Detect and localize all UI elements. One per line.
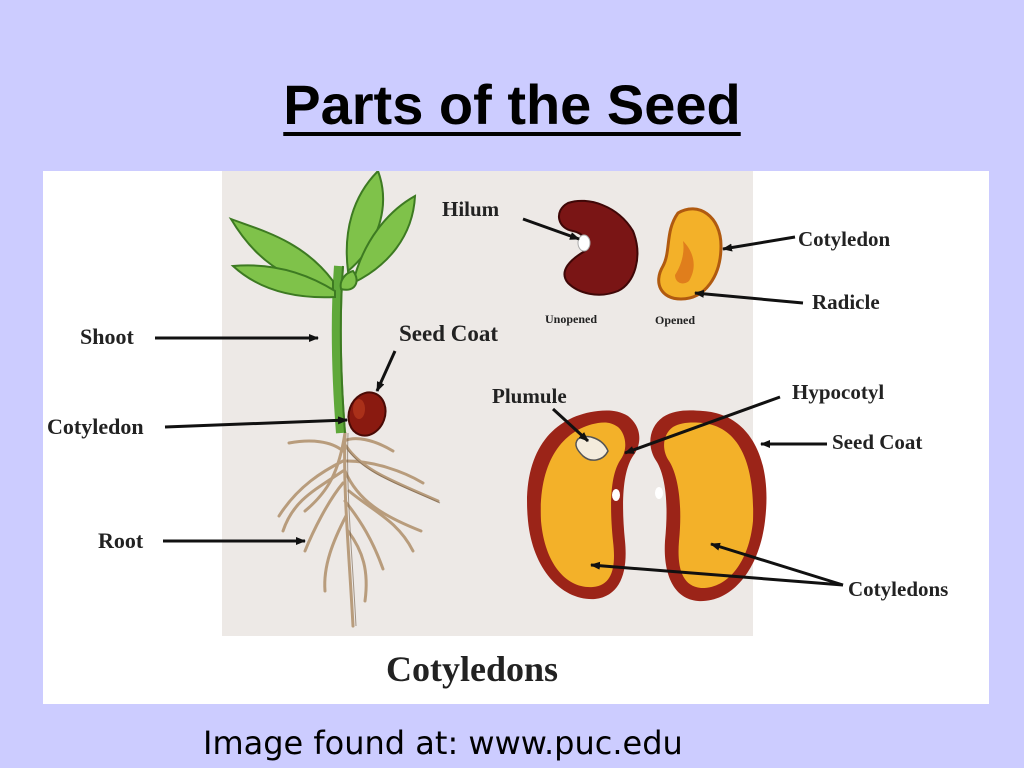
hilum-spot	[577, 234, 591, 252]
radicle-arrow	[694, 289, 804, 305]
label-cotyledon-plant: Cotyledon	[47, 414, 144, 439]
label-plumule: Plumule	[492, 384, 567, 408]
leaf-left-lower	[230, 264, 336, 299]
label-seed-coat-plant: Seed Coat	[399, 321, 498, 346]
diagram-panel: Shoot Cotyledon Root Seed Coat Hilum Uno…	[43, 169, 989, 704]
leaf-right	[351, 194, 417, 285]
label-root: Root	[98, 528, 144, 553]
cotyledon-seed-arrow	[722, 235, 796, 252]
hypocotyl-arrow	[624, 395, 781, 455]
root-system	[277, 431, 440, 628]
label-hypocotyl: Hypocotyl	[792, 380, 884, 404]
unopened-bean	[558, 199, 639, 296]
bean-left-half	[527, 410, 640, 600]
plumule-shape	[575, 435, 609, 461]
hilum-arrow	[522, 217, 580, 241]
label-hilum: Hilum	[442, 197, 500, 221]
seed-coat-plant-arrow	[375, 350, 397, 392]
seed-diagram: Shoot Cotyledon Root Seed Coat Hilum Uno…	[47, 169, 948, 689]
page-title-text: Parts of the Seed	[283, 73, 741, 136]
page-title: Parts of the Seed	[0, 72, 1024, 137]
label-cotyledons: Cotyledons	[848, 577, 948, 601]
diagram-caption: Cotyledons	[386, 649, 558, 689]
label-cotyledon-seed: Cotyledon	[798, 227, 890, 251]
plumule-arrow	[551, 407, 590, 443]
cotyledons-arrow-right	[710, 542, 844, 587]
diagram-background	[222, 171, 753, 636]
seedling-illustration	[228, 169, 441, 628]
opened-bean	[657, 207, 723, 301]
cotyledons-arrow-left	[590, 561, 844, 587]
label-shoot: Shoot	[80, 324, 134, 349]
label-opened: Opened	[655, 313, 695, 327]
label-unopened: Unopened	[545, 312, 597, 326]
cotyledon-plant-arrow	[164, 416, 348, 429]
arrows	[155, 217, 844, 587]
plant-stem	[331, 265, 346, 434]
label-seed-coat-half: Seed Coat	[832, 430, 922, 454]
label-radicle: Radicle	[812, 290, 880, 314]
image-source-credit: Image found at: www.puc.edu	[203, 724, 683, 762]
